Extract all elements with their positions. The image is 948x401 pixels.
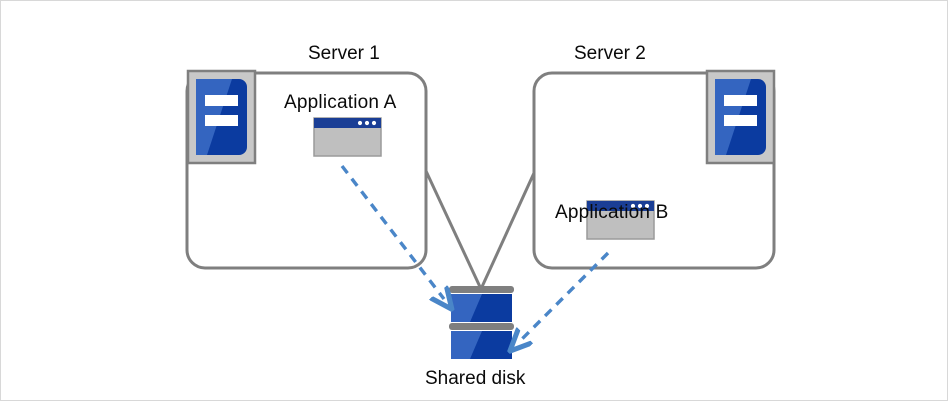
disk-stack-icon bbox=[449, 286, 514, 359]
shared-disk-label: Shared disk bbox=[425, 368, 526, 389]
server-icon-2 bbox=[705, 69, 776, 165]
application-window-icon-a bbox=[313, 117, 382, 157]
server-1-label: Server 1 bbox=[308, 43, 380, 64]
application-b-label: Application B bbox=[555, 202, 669, 223]
connector-server-2-to-disk bbox=[479, 172, 536, 290]
arrow-application-b-to-disk bbox=[519, 251, 610, 342]
application-window-icon-b bbox=[586, 200, 655, 240]
application-a-label: Application A bbox=[284, 92, 397, 113]
server-2-label: Server 2 bbox=[574, 43, 646, 64]
connector-server-1-to-disk bbox=[424, 170, 483, 290]
arrow-application-a-to-disk bbox=[340, 164, 444, 299]
server-icon-1 bbox=[186, 69, 257, 165]
